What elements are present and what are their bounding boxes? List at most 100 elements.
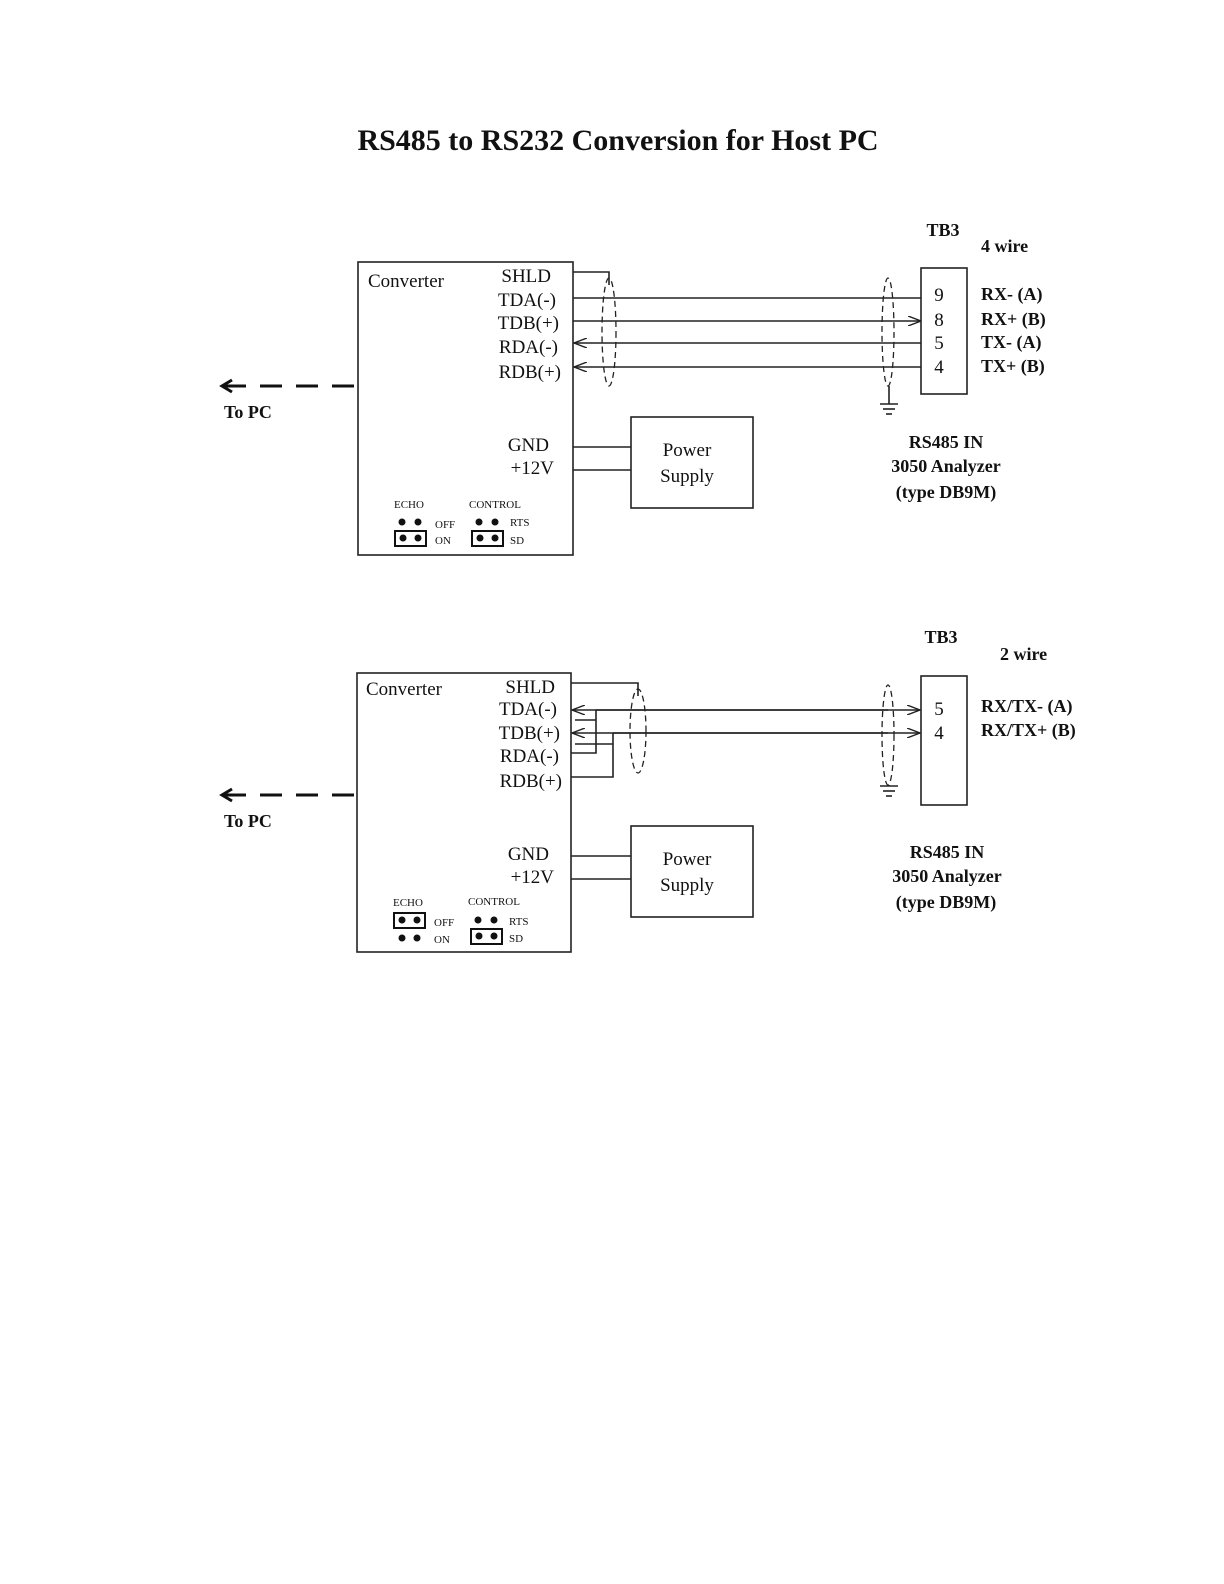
terminal-block-box — [920, 675, 968, 806]
jumper-cap — [393, 912, 426, 929]
diagram-2-wire: To PC Converter SHLD TDA(-) TDB(+) RDA(-… — [219, 627, 1076, 953]
terminal-12v: +12V — [511, 458, 555, 479]
signal-label: RX/TX- (A) — [981, 696, 1073, 717]
converter-label: Converter — [366, 679, 443, 700]
jumper-pin — [399, 534, 407, 542]
power-supply-box — [630, 416, 754, 509]
signal-label: RX+ (B) — [981, 309, 1046, 330]
jumper-pin — [398, 916, 406, 924]
cable-shield-right — [881, 684, 895, 786]
analyzer-caption-line3: (type DB9M) — [896, 482, 996, 503]
jumper-pin — [413, 916, 421, 924]
signal-label: TX- (A) — [981, 332, 1042, 353]
control-sd-label: SD — [509, 933, 523, 945]
arrow-left-icon — [219, 787, 233, 803]
echo-off-label: OFF — [435, 519, 455, 531]
jumper-pin — [491, 518, 499, 526]
ground-icon — [880, 785, 898, 797]
pin-number: 5 — [934, 699, 944, 720]
pin-number: 4 — [934, 723, 944, 744]
analyzer-caption-line3: (type DB9M) — [896, 892, 996, 913]
terminal-tdb: TDB(+) — [498, 313, 559, 334]
terminal-12v: +12V — [511, 867, 555, 888]
pin-number: 4 — [934, 357, 944, 378]
terminal-tdb: TDB(+) — [499, 723, 560, 744]
echo-on-label: ON — [434, 934, 450, 946]
bridge-rdb-tdb — [571, 733, 614, 778]
terminal-gnd: GND — [508, 844, 549, 865]
power-supply-label-line2: Supply — [660, 466, 714, 487]
shield-drain-wire — [573, 271, 610, 285]
terminal-gnd: GND — [508, 435, 549, 456]
jumper-pin — [398, 934, 406, 942]
jumper-pin — [475, 518, 483, 526]
power-supply-label-line2: Supply — [660, 875, 714, 896]
jumper-pin — [414, 534, 422, 542]
terminal-rdb: RDB(+) — [499, 362, 561, 383]
jumper-cap — [394, 530, 427, 547]
terminal-block-label: TB3 — [926, 220, 959, 240]
jumper-pin — [490, 916, 498, 924]
ground-icon — [880, 386, 898, 415]
echo-off-label: OFF — [434, 917, 454, 929]
terminal-block-box — [920, 267, 968, 395]
cable-shield-right — [881, 277, 895, 387]
terminal-shld: SHLD — [505, 677, 555, 698]
analyzer-caption-line2: 3050 Analyzer — [892, 866, 1002, 886]
converter-box — [357, 261, 574, 556]
terminal-rda: RDA(-) — [499, 337, 558, 358]
control-rts-label: RTS — [509, 916, 529, 928]
terminal-tda: TDA(-) — [499, 699, 557, 720]
jumper-pin — [490, 932, 498, 940]
control-jumper: CONTROL RTS SD — [468, 896, 529, 945]
control-label: CONTROL — [468, 896, 520, 908]
signal-label: RX/TX+ (B) — [981, 720, 1076, 741]
arrow-left-icon — [219, 378, 233, 394]
pin-number: 8 — [934, 310, 944, 331]
wire-mode-label: 4 wire — [981, 236, 1028, 256]
jumper-pin — [476, 534, 484, 542]
jumper-pin — [398, 518, 406, 526]
jumper-pin — [475, 932, 483, 940]
signal-label: RX- (A) — [981, 284, 1042, 305]
terminal-tda: TDA(-) — [498, 290, 556, 311]
power-supply-label-line1: Power — [663, 849, 712, 870]
jumper-pin — [474, 916, 482, 924]
terminal-shld: SHLD — [501, 266, 551, 287]
pin-number: 9 — [934, 285, 944, 306]
control-label: CONTROL — [469, 499, 521, 511]
diagram-4-wire: To PC Converter SHLD TDA(-) TDB(+) RDA(-… — [219, 220, 1046, 556]
jumper-pin — [491, 534, 499, 542]
jumper-cap — [470, 928, 503, 945]
signal-label: TX+ (B) — [981, 356, 1045, 377]
to-pc-connection: To PC — [219, 378, 358, 422]
bridge-rda-tda — [571, 710, 597, 754]
jumper-pin — [414, 518, 422, 526]
echo-on-label: ON — [435, 535, 451, 547]
analyzer-caption-line1: RS485 IN — [909, 432, 984, 452]
echo-label: ECHO — [394, 499, 424, 511]
pin-number: 5 — [934, 333, 944, 354]
converter-box — [356, 672, 572, 953]
cable-shield-left — [601, 277, 617, 387]
jumper-pin — [413, 934, 421, 942]
control-sd-label: SD — [510, 535, 524, 547]
echo-jumper: ECHO OFF ON — [394, 499, 455, 547]
echo-jumper: ECHO OFF ON — [393, 897, 454, 946]
to-pc-label: To PC — [224, 811, 272, 831]
power-supply-box — [630, 825, 754, 918]
power-supply-label-line1: Power — [663, 440, 712, 461]
wire-mode-label: 2 wire — [1000, 644, 1047, 664]
terminal-rdb: RDB(+) — [500, 771, 562, 792]
control-jumper: CONTROL RTS SD — [469, 499, 530, 547]
page-title: RS485 to RS232 Conversion for Host PC — [357, 124, 878, 157]
cable-shield-left — [629, 688, 647, 774]
jumper-cap — [471, 530, 504, 547]
echo-label: ECHO — [393, 897, 423, 909]
terminal-rda: RDA(-) — [500, 746, 559, 767]
to-pc-label: To PC — [224, 402, 272, 422]
terminal-block-label: TB3 — [924, 627, 957, 647]
shield-drain-wire — [571, 682, 639, 696]
analyzer-caption-line1: RS485 IN — [910, 842, 985, 862]
converter-label: Converter — [368, 271, 445, 292]
